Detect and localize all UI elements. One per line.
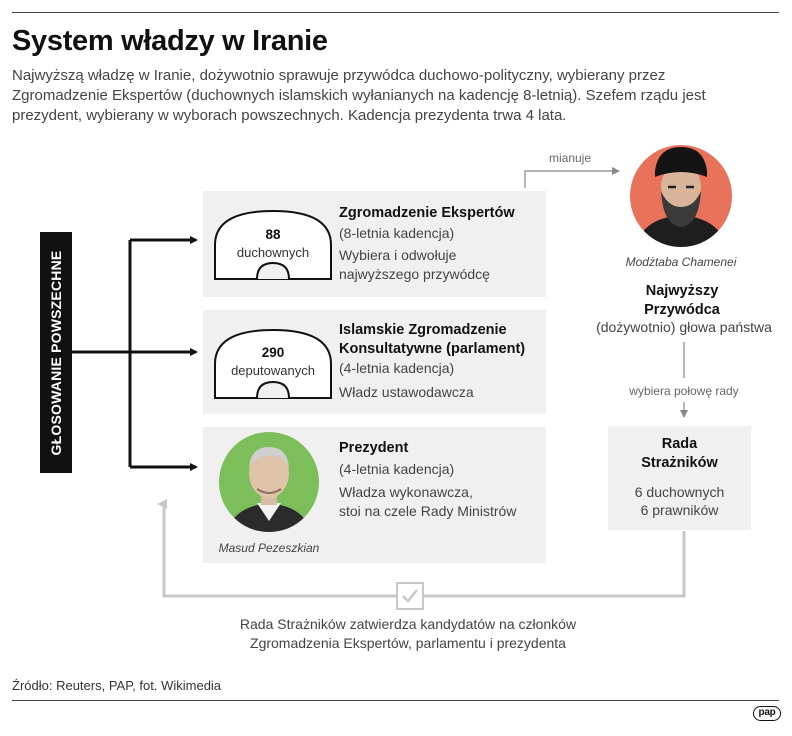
- president-title: Prezydent: [339, 440, 409, 456]
- president-desc-1: Władza wykonawcza,: [339, 484, 473, 500]
- bottom-rule: [12, 700, 779, 701]
- assembly-count: 88: [265, 227, 281, 242]
- hemicycle-icon: [214, 328, 332, 399]
- elects-label: wybiera połowę rady: [629, 384, 739, 398]
- parliament-desc-1: Władz ustawodawcza: [339, 384, 474, 400]
- president-photo-caption: Masud Pezeszkian: [218, 541, 320, 555]
- popular-vote-bar: GŁOSOWANIE POWSZECHNE: [40, 232, 72, 473]
- leader-photo: [630, 145, 732, 247]
- assembly-card: 88 duchownych Zgromadzenie Ekspertów (8-…: [203, 191, 546, 297]
- source-note: Źródło: Reuters, PAP, fot. Wikimedia: [12, 678, 222, 693]
- assembly-desc-1: Wybiera i odwołuje: [339, 247, 457, 263]
- appoints-arrow: [524, 167, 620, 188]
- page-title: System władzy w Iranie: [12, 25, 328, 57]
- approval-note-line-1: Rada Strażników zatwierdza kandydatów na…: [239, 616, 577, 632]
- assembly-term: (8-letnia kadencja): [339, 225, 455, 241]
- hemicycle-icon: [214, 209, 332, 280]
- president-term: (4-letnia kadencja): [339, 461, 455, 477]
- leader-photo-caption: Modżtaba Chamenei: [625, 255, 737, 269]
- approval-loop: [157, 499, 686, 598]
- appoints-label: mianuje: [549, 151, 592, 165]
- president-card: Masud Pezeszkian Prezydent (4-letnia kad…: [203, 427, 546, 563]
- guardian-council-card: Rada Strażników 6 duchownych 6 prawników: [608, 426, 751, 530]
- parliament-title-2: Konsultatywne (parlament): [339, 341, 526, 357]
- lead-paragraph: Najwyższą władzę w Iranie, dożywotnio sp…: [12, 67, 706, 124]
- pap-logo: pap: [753, 706, 781, 721]
- parliament-term: (4-letnia kadencja): [339, 360, 455, 376]
- check-icon: [396, 582, 424, 610]
- leader-title-2: Przywódca: [644, 302, 720, 318]
- leader-subtitle: (dożywotnio) głowa państwa: [596, 319, 772, 335]
- popular-vote-label: GŁOSOWANIE POWSZECHNE: [48, 250, 64, 455]
- council-title-1: Rada: [661, 436, 698, 452]
- leader-title-1: Najwyższy: [645, 283, 719, 299]
- approval-note: Rada Strażników zatwierdza kandydatów na…: [190, 615, 626, 653]
- president-desc-2: stoi na czele Rady Ministrów: [339, 503, 517, 519]
- council-line-2: 6 prawników: [640, 502, 719, 518]
- parliament-unit: deputowanych: [231, 363, 315, 378]
- assembly-unit: duchownych: [236, 245, 310, 260]
- top-rule: [12, 12, 779, 13]
- council-title-2: Strażników: [641, 455, 718, 471]
- parliament-card: 290 deputowanych Islamskie Zgromadzenie …: [203, 310, 546, 414]
- council-line-1: 6 duchownych: [634, 484, 725, 500]
- president-photo: [219, 432, 319, 532]
- assembly-title: Zgromadzenie Ekspertów: [339, 205, 515, 221]
- parliament-count: 290: [261, 345, 285, 360]
- assembly-desc-2: najwyższego przywódcę: [339, 266, 490, 282]
- approval-note-line-2: Zgromadzenia Ekspertów, parlamentu i pre…: [250, 635, 566, 651]
- parliament-title-1: Islamskie Zgromadzenie: [339, 322, 507, 338]
